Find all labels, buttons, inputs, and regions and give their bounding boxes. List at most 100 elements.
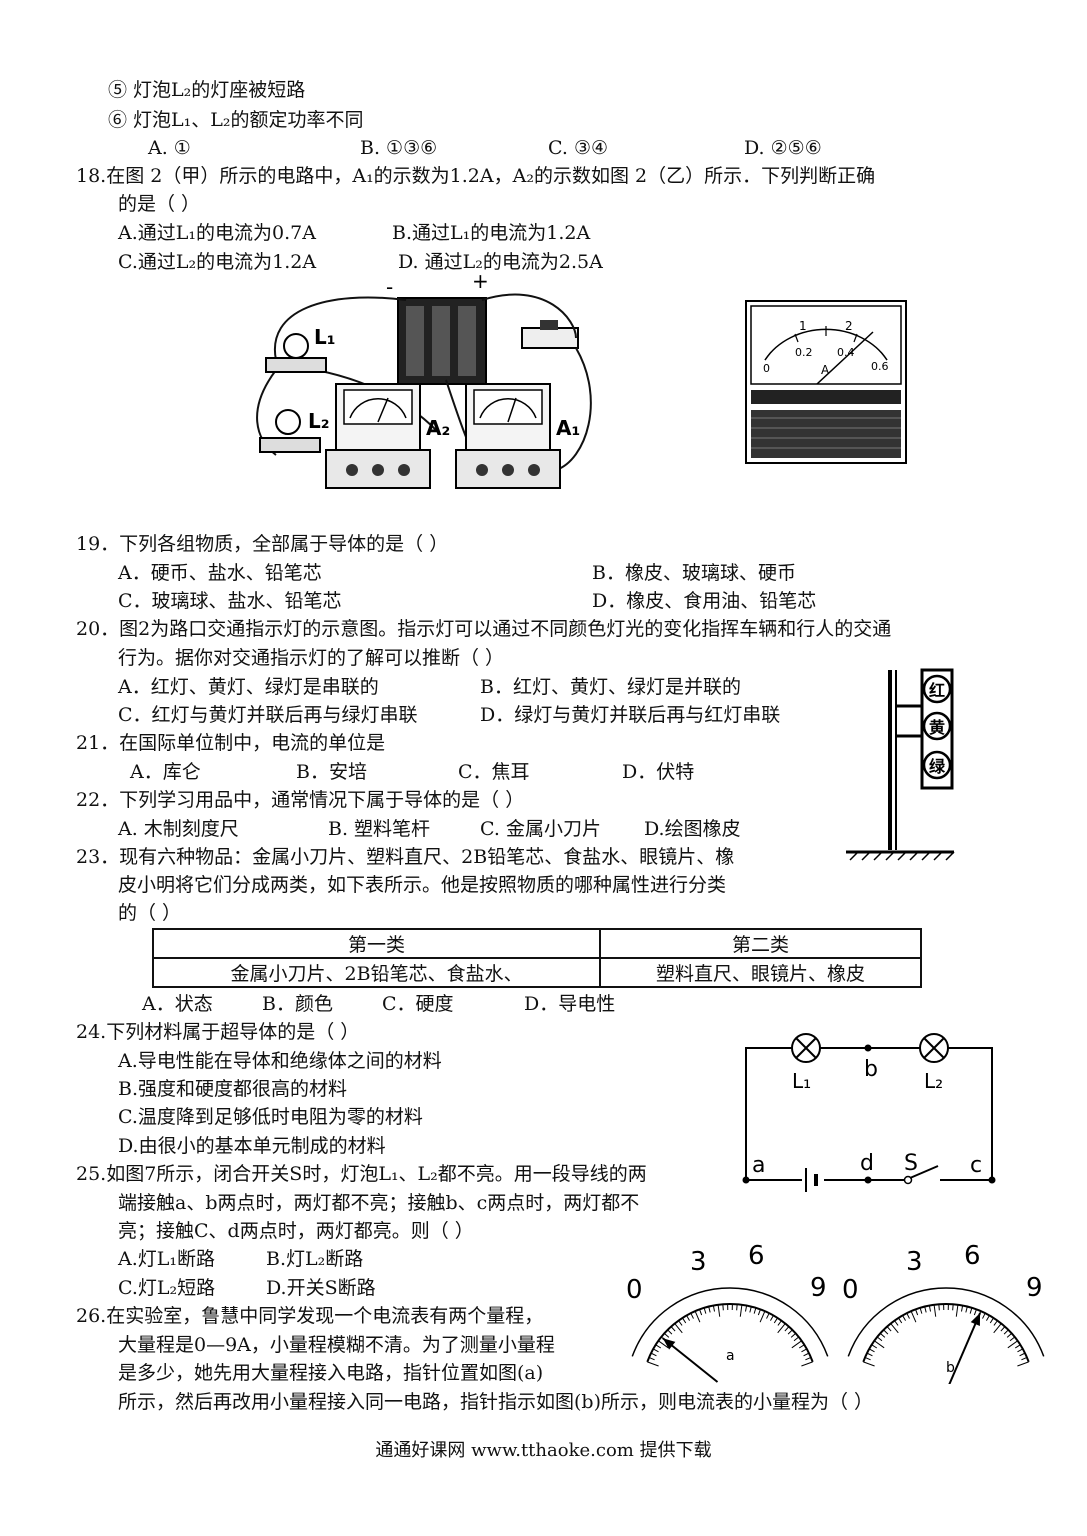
red-light-icon: [922, 674, 952, 704]
meter-tick: [906, 1312, 910, 1319]
meter-a-label-0: 0: [626, 1275, 643, 1305]
meter-tick: [993, 1320, 998, 1326]
meter-a-label-6: 6: [748, 1241, 765, 1271]
meter-tick: [863, 1361, 875, 1367]
red-light-label: 红: [929, 681, 945, 700]
meter-tick: [690, 1312, 694, 1319]
meter-tick: [1017, 1348, 1023, 1353]
lamp-l1-label: L₁: [314, 325, 336, 349]
meter-tick: [1003, 1329, 1009, 1335]
meter-tick: [703, 1307, 707, 1314]
q21-option-b: B．安培: [296, 761, 367, 783]
circuit7-label-l1: L₁: [792, 1069, 811, 1093]
meter-tick: [664, 1332, 670, 1338]
meter-inner-arc: [862, 1303, 1030, 1363]
meter-tick: [1006, 1332, 1012, 1338]
meter-tick: [982, 1312, 986, 1319]
meter-needle-head: [970, 1313, 981, 1327]
meter-tick: [910, 1310, 917, 1323]
meter-tick: [749, 1306, 752, 1313]
meter-b-label-6: 6: [964, 1241, 981, 1271]
q20-stem-2: 行为。据你对交通指示灯的了解可以推断（ ）: [118, 647, 505, 669]
q24-stem: 24.下列材料属于超导体的是（ ）: [76, 1021, 360, 1043]
meter-tick: [790, 1332, 796, 1338]
ammeter-a2-label: A₂: [426, 416, 450, 440]
q20-option-d: D．绿灯与黄灯并联后再与红灯串联: [480, 704, 781, 726]
q25-stem-1: 25.如图7所示，闭合开关S时，灯泡L₁、L₂都不亮。用一段导线的两: [76, 1163, 647, 1185]
q17-option-c: C. ③④: [548, 137, 609, 159]
meter-tick: [871, 1344, 878, 1349]
q18-option-c: C.通过L₂的电流为1.2A: [118, 251, 317, 273]
meter-tick: [773, 1317, 778, 1324]
meter-tick: [955, 1304, 959, 1317]
lamp-l2-label: L₂: [308, 409, 330, 433]
q19-option-c: C．玻璃球、盐水、铅笔芯: [118, 590, 342, 612]
q20-stem-1: 20．图2为路口交通指示灯的示意图。指示灯可以通过不同颜色灯光的变化指挥车辆和行…: [76, 618, 892, 640]
meter-tick: [712, 1305, 716, 1312]
meter-tick: [928, 1305, 932, 1312]
option-5-line: ⑤ 灯泡L₂的灯座被短路: [108, 79, 306, 101]
dial-bottom-tick-0: 0: [763, 362, 770, 375]
meter-tick: [880, 1332, 886, 1338]
q22-option-a: A. 木制刻度尺: [118, 818, 239, 840]
meter-tick: [864, 1356, 871, 1361]
q25-option-d: D.开关S断路: [266, 1277, 376, 1299]
meter-tick: [883, 1329, 889, 1335]
dial-top-tick-2: 2: [845, 319, 853, 333]
meter-tick: [803, 1352, 810, 1357]
dial-bottom-tick-04: 0.4: [837, 346, 855, 359]
battery-minus-label: -: [386, 275, 393, 299]
meter-outer-arc: [847, 1287, 1045, 1357]
q25-option-a: A.灯L₁断路: [118, 1248, 215, 1270]
meter-tick: [648, 1356, 655, 1361]
meter-tick: [1007, 1340, 1018, 1349]
meter-tick: [874, 1340, 885, 1349]
meter-tick: [886, 1326, 892, 1332]
meter-tick: [655, 1344, 662, 1349]
meter-tick: [670, 1326, 676, 1332]
meter-tick: [753, 1307, 757, 1314]
q24-option-b: B.强度和硬度都很高的材料: [118, 1078, 348, 1100]
q24-option-a: A.导电性能在导体和绝缘体之间的材料: [118, 1050, 442, 1072]
meter-tick: [1021, 1356, 1028, 1361]
q22-option-b: B. 塑料笔杆: [328, 818, 431, 840]
q19-stem: 19．下列各组物质，全部属于导体的是（ ）: [76, 533, 449, 555]
q25-option-b: B.灯L₂断路: [266, 1248, 364, 1270]
meter-b-label-3: 3: [906, 1247, 923, 1277]
meter-tick: [766, 1312, 770, 1319]
q23-stem-2: 皮小明将它们分成两类，如下表所示。他是按照物质的哪种属性进行分类: [118, 874, 727, 896]
q24-option-d: D.由很小的基本单元制成的材料: [118, 1135, 386, 1157]
meter-tick: [777, 1323, 786, 1334]
q18-option-b: B.通过L₁的电流为1.2A: [392, 222, 591, 244]
q26-stem-1: 26.在实验室，鲁慧中同学发现一个电流表有两个量程，: [76, 1305, 544, 1327]
q20-option-b: B．红灯、黄灯、绿灯是并联的: [480, 676, 741, 698]
meter-tick: [787, 1329, 793, 1335]
page-footer: 通通好课网 www.tthaoke.com 提供下载: [375, 1440, 712, 1461]
circuit-figure-7: L₁ L₂ b a d S c: [742, 1033, 996, 1192]
q22-option-d: D.绘图橡皮: [644, 818, 741, 840]
meter-tick: [708, 1306, 711, 1313]
meter-a: [631, 1287, 829, 1383]
meter-tick: [674, 1323, 683, 1334]
circuit7-label-c: c: [970, 1153, 982, 1178]
q20-option-a: A．红灯、黄灯、绿灯是串联的: [118, 676, 379, 698]
q18-stem-1: 18.在图 2（甲）所示的电路中，A₁的示数为1.2A，A₂的示数如图 2（乙）…: [76, 165, 876, 187]
meter-outer-arc: [631, 1287, 829, 1357]
q17-option-b: B. ①③⑥: [360, 137, 438, 159]
meter-tick: [898, 1317, 903, 1324]
meter-tick: [682, 1317, 687, 1324]
meter-tick: [1000, 1326, 1006, 1332]
meter-tick: [973, 1309, 977, 1316]
meter-tick: [801, 1361, 813, 1367]
meter-tick: [667, 1329, 673, 1335]
q21-option-c: C．焦耳: [458, 761, 530, 783]
q25-option-c: C.灯L₂短路: [118, 1277, 216, 1299]
q17-option-d: D. ②⑤⑥: [744, 137, 822, 159]
meter-tick: [876, 1336, 883, 1342]
meter-tick: [924, 1306, 927, 1313]
q22-stem: 22．下列学习用品中，通常情况下属于导体的是（ ）: [76, 789, 525, 811]
meter-tick: [1014, 1344, 1021, 1349]
traffic-light-figure: 红 黄 绿: [846, 668, 955, 861]
meter-tick: [744, 1305, 748, 1312]
q24-option-c: C.温度降到足够低时电阻为零的材料: [118, 1106, 423, 1128]
